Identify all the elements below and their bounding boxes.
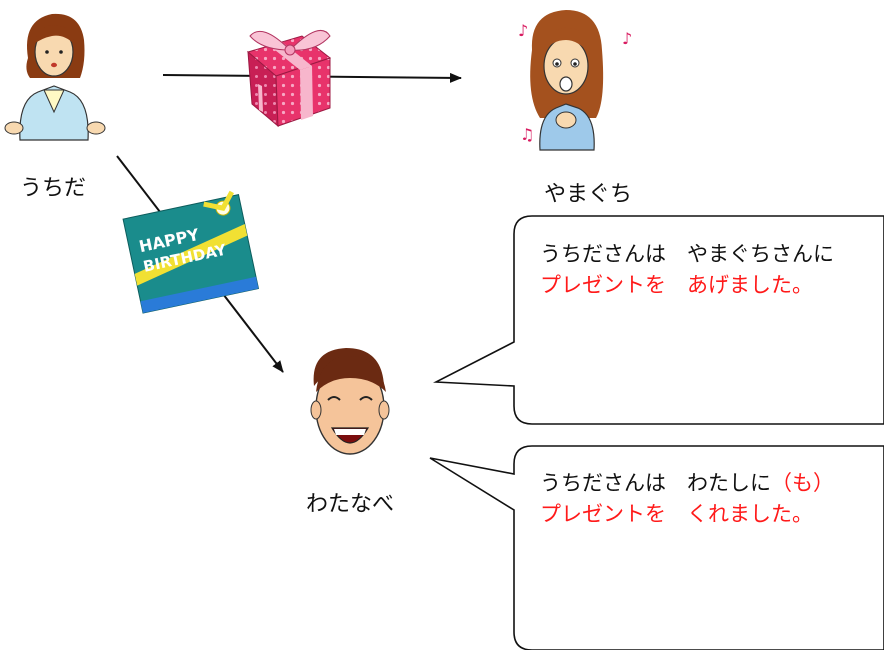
watanabe-label: わたなべ [306, 492, 395, 517]
speech-bubble-top [432, 215, 884, 425]
bubble-bottom-line1-also: （も） [771, 471, 834, 495]
svg-text:♪: ♪ [518, 21, 528, 40]
bubble-bottom-line1: うちださんは わたしに（も） [540, 468, 834, 498]
bubble-bottom-line1-main: うちださんは わたしに [540, 471, 771, 495]
yamaguchi-label: やまぐち [544, 182, 633, 207]
yamaguchi-figure: ♪ ♪ ♫ [518, 10, 632, 151]
uchida-figure [4, 13, 106, 141]
pink-gift-box-icon [246, 29, 332, 128]
svg-text:♪: ♪ [622, 29, 632, 48]
bubble-top-line1: うちださんは やまぐちさんに [540, 242, 834, 266]
svg-text:♫: ♫ [520, 125, 534, 144]
uchida-label: うちだ [20, 176, 87, 201]
bubble-top-line2: プレゼントを あげました。 [540, 273, 813, 297]
birthday-gift-card-icon: HAPPY BIRTHDAY [122, 190, 260, 314]
bubble-bottom-line2: プレゼントを くれました。 [540, 502, 813, 526]
watanabe-figure [310, 348, 390, 455]
